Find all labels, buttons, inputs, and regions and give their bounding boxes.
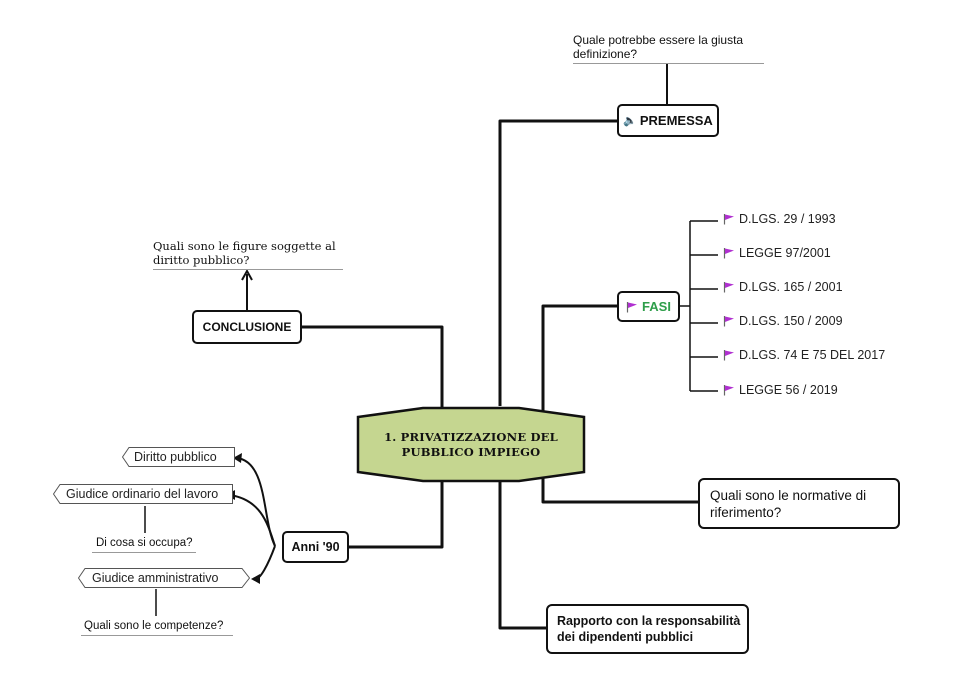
anni90-item-label: Diritto pubblico [134,450,217,464]
fasi-item-label: LEGGE 97/2001 [739,246,831,260]
fasi-item[interactable]: D.LGS. 150 / 2009 [723,314,843,328]
tag-shape [122,447,235,467]
speaker-icon: 🔈 [623,115,637,127]
fasi-item[interactable]: LEGGE 97/2001 [723,246,831,260]
premessa-note[interactable]: Quale potrebbe essere la giusta definizi… [573,33,764,64]
giudice-ordinario-note-text: Di cosa si occupa? [96,537,193,549]
anni90-item-label: Giudice ordinario del lavoro [66,487,219,501]
central-topic-title: 1. PRIVATIZZAZIONE DEL PUBBLICO IMPIEGO [384,429,558,459]
anni90-item-diritto-pubblico[interactable]: Diritto pubblico [122,447,235,467]
anni90-item-giudice-amministrativo[interactable]: Giudice amministrativo [78,568,250,588]
fasi-item-label: LEGGE 56 / 2019 [739,383,838,397]
flag-icon [626,301,638,312]
flag-icon [723,385,734,396]
flag-icon [723,214,734,225]
fasi-item-label: D.LGS. 165 / 2001 [739,280,843,294]
flag-icon [723,350,734,361]
central-topic-shape [356,406,586,483]
fasi-item-label: D.LGS. 29 / 1993 [739,212,836,226]
giudice-ordinario-note[interactable]: Di cosa si occupa? [92,536,196,553]
anni90-item-label: Giudice amministrativo [92,571,219,585]
premessa-label: PREMESSA [639,113,713,128]
giudice-amministrativo-note-text: Quali sono le competenze? [84,620,224,632]
fasi-item-label: D.LGS. 150 / 2009 [739,314,843,328]
flag-icon [723,316,734,327]
conclusione-label: CONCLUSIONE [202,320,292,334]
fasi-label: FASI [642,299,671,314]
anni90-item-giudice-ordinario[interactable]: Giudice ordinario del lavoro [53,484,233,504]
normative-label: Quali sono le normative di riferimento? [710,487,867,520]
normative-node[interactable]: Quali sono le normative di riferimento? [698,478,900,529]
conclusione-note-text: Quali sono le figure soggette al diritto… [153,239,336,267]
flag-icon [723,248,734,259]
fasi-item[interactable]: D.LGS. 29 / 1993 [723,212,836,226]
anni90-label: Anni '90 [291,540,340,554]
fasi-node[interactable]: FASI [617,291,680,322]
rapporto-node[interactable]: Rapporto con la responsabilità dei dipen… [546,604,749,654]
fasi-item[interactable]: D.LGS. 165 / 2001 [723,280,843,294]
anni90-node[interactable]: Anni '90 [282,531,349,563]
fasi-item[interactable]: D.LGS. 74 E 75 DEL 2017 [723,348,885,362]
giudice-amministrativo-note[interactable]: Quali sono le competenze? [81,619,233,636]
fasi-item-label: D.LGS. 74 E 75 DEL 2017 [739,348,886,362]
tag-shape [78,568,250,588]
premessa-note-text: Quale potrebbe essere la giusta definizi… [573,33,744,61]
flag-icon [723,282,734,293]
conclusione-node[interactable]: CONCLUSIONE [192,310,302,344]
central-topic[interactable]: 1. PRIVATIZZAZIONE DEL PUBBLICO IMPIEGO [355,406,587,483]
tag-shape [53,484,233,504]
fasi-item[interactable]: LEGGE 56 / 2019 [723,383,838,397]
conclusione-note[interactable]: Quali sono le figure soggette al diritto… [153,239,343,270]
premessa-node[interactable]: 🔈 PREMESSA [617,104,719,137]
rapporto-label: Rapporto con la responsabilità dei dipen… [557,614,741,644]
